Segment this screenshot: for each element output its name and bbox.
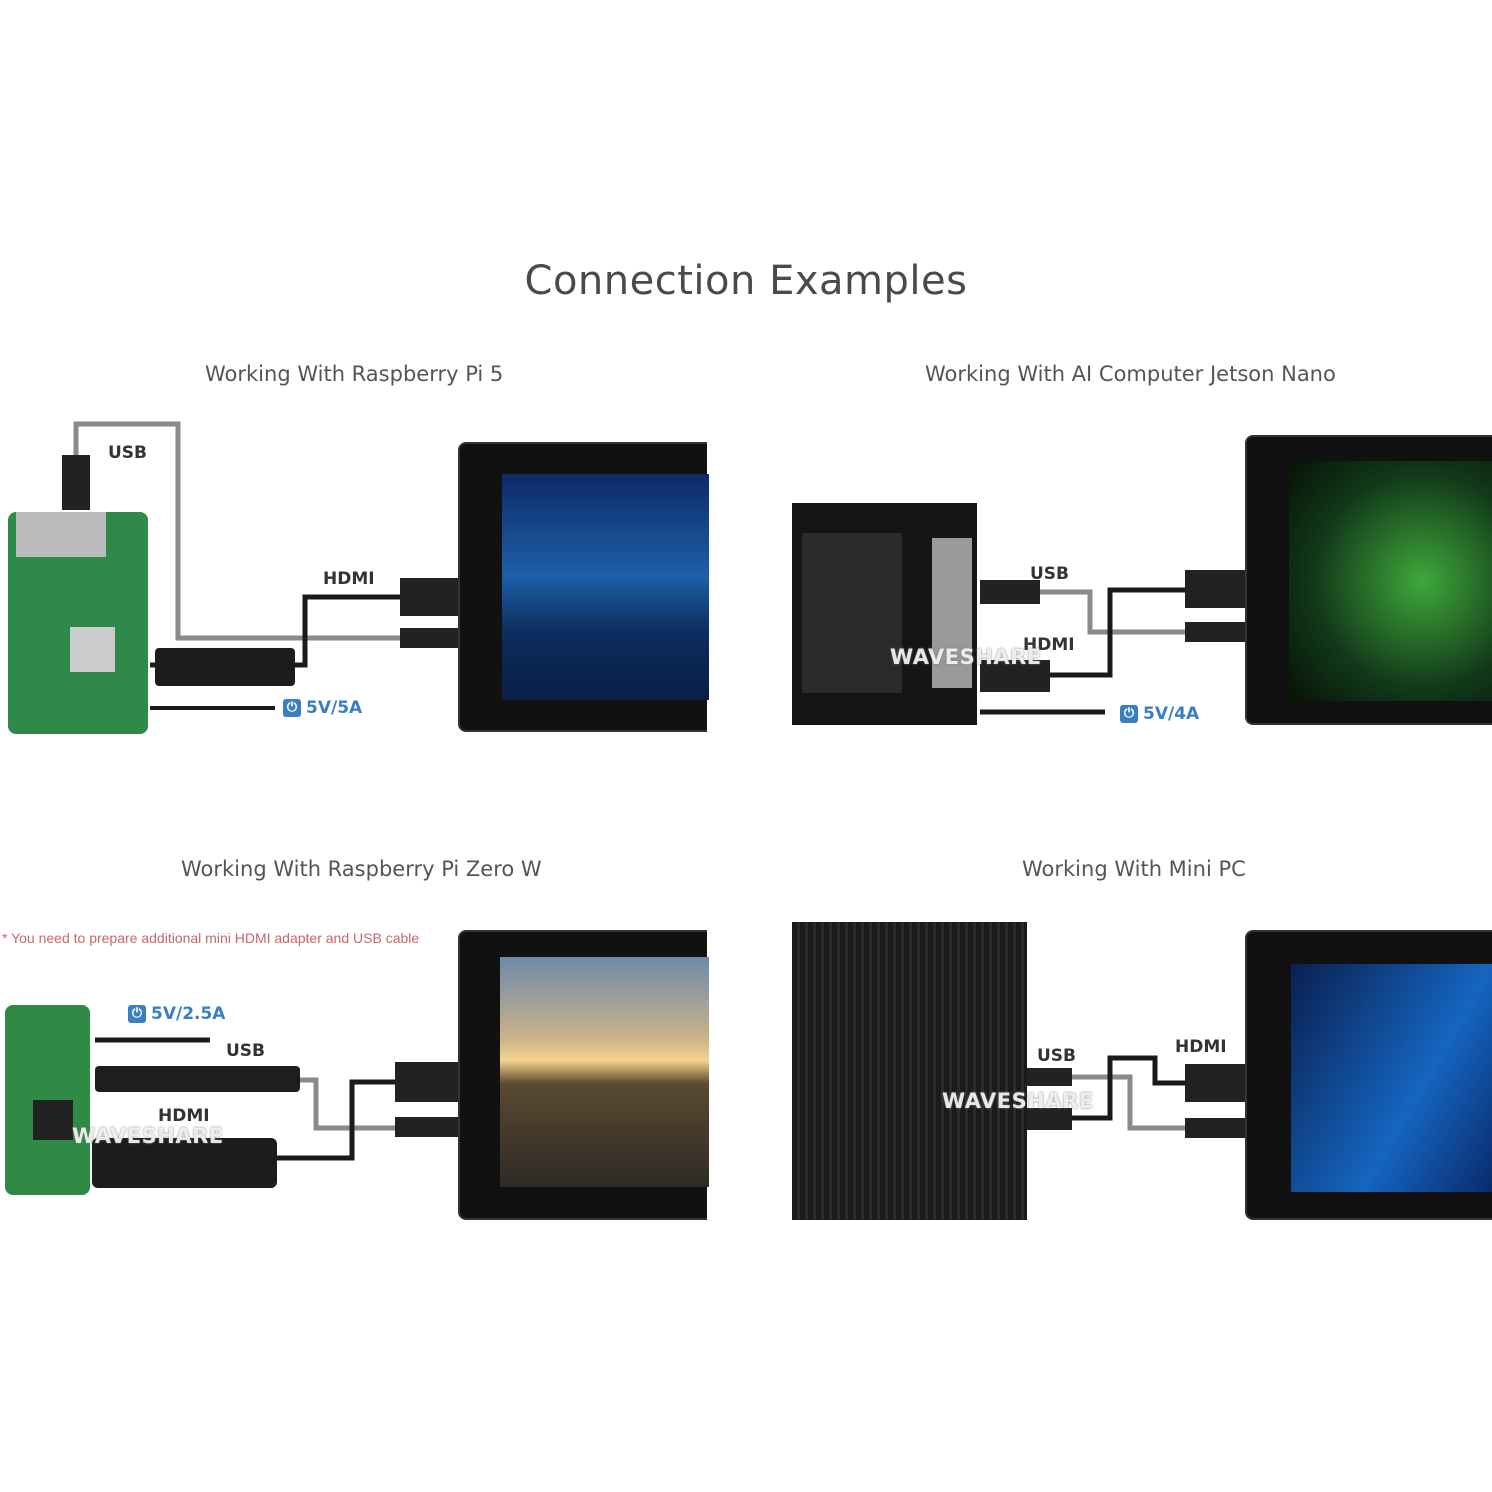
usb-plug [980,580,1040,604]
usb-ports [16,512,106,557]
usb-cable [300,1077,440,1131]
chip [70,627,115,672]
usb-plug [395,1117,458,1137]
hdmi-cable [1050,587,1190,678]
usb-plug [1185,1118,1245,1138]
screen-windows-desktop [1291,964,1492,1192]
heatsink [802,533,902,693]
page-title: Connection Examples [524,258,968,304]
power-icon: ⏻ [283,699,301,717]
usb-plug [400,628,458,648]
screen-lake-scene [502,474,709,700]
display-monitor [458,930,709,1220]
heading-minipc: Working With Mini PC [1022,857,1246,881]
hdmi-plug [1185,570,1245,608]
power-label: ⏻ 5V/5A [283,698,362,718]
hdmi-cable [1070,1055,1190,1121]
ports [932,538,972,688]
display-monitor [1245,930,1492,1220]
display-monitor [1245,435,1492,725]
power-label: ⏻ 5V/2.5A [128,1004,225,1024]
chip [33,1100,73,1140]
usb-plug [1185,622,1245,642]
raspberry-pi-zero-board [5,1005,90,1195]
heading-pizero: Working With Raspberry Pi Zero W [181,857,542,881]
mini-hdmi-adapter [92,1138,277,1188]
screen-road-sunset [500,957,709,1187]
hdmi-adapter [155,648,295,686]
watermark: WAVESHARE [942,1089,1094,1113]
power-value: 5V/4A [1143,704,1200,724]
display-monitor [458,442,709,732]
usb-cable [1070,1074,1190,1131]
usb-plug [62,455,90,510]
usb-label: USB [108,443,148,463]
hdmi-plug [400,578,458,616]
usb-label: USB [1030,564,1070,584]
hdmi-label: HDMI [1175,1037,1227,1057]
hdmi-label: HDMI [158,1106,210,1126]
watermark: WAVESHARE [890,645,1042,669]
jetson-nano-board [792,503,977,725]
power-icon: ⏻ [128,1005,146,1023]
watermark: WAVESHARE [72,1124,224,1148]
hdmi-label: HDMI [323,569,375,589]
usb-plug [1027,1068,1072,1086]
usb-otg-adapter [95,1066,300,1092]
power-icon: ⏻ [1120,705,1138,723]
power-value: 5V/2.5A [151,1004,226,1024]
hdmi-plug [395,1062,458,1102]
mini-pc [792,922,1027,1220]
usb-cable [1040,589,1190,635]
usb-label: USB [226,1041,266,1061]
hdmi-label: HDMI [1023,635,1075,655]
heading-jetson: Working With AI Computer Jetson Nano [925,362,1336,386]
usb-label: USB [1037,1046,1077,1066]
power-label: ⏻ 5V/4A [1120,704,1199,724]
power-value: 5V/5A [306,698,363,718]
screen-ubuntu-desktop [1289,461,1492,701]
raspberry-pi-5-board [8,512,148,734]
adapter-note: * You need to prepare additional mini HD… [2,930,420,946]
usb-cable [73,421,440,641]
heading-pi5: Working With Raspberry Pi 5 [205,362,504,386]
hdmi-plug [1027,1108,1072,1130]
hdmi-plug [980,660,1050,692]
hdmi-plug [1185,1064,1245,1102]
